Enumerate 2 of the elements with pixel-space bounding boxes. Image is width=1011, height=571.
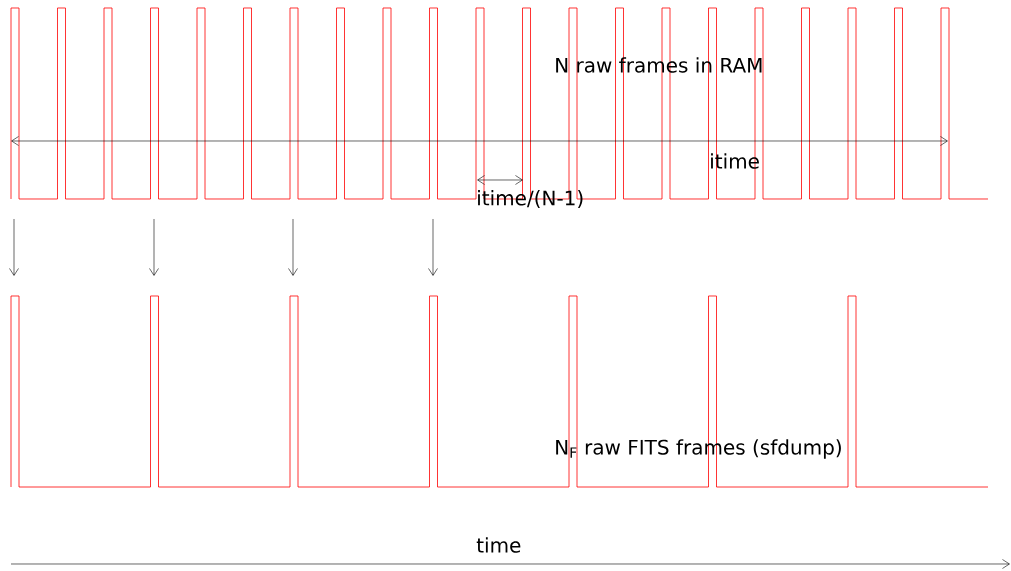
text-label: itime/(N-1): [478, 190, 583, 208]
text-label: time: [476, 537, 521, 553]
